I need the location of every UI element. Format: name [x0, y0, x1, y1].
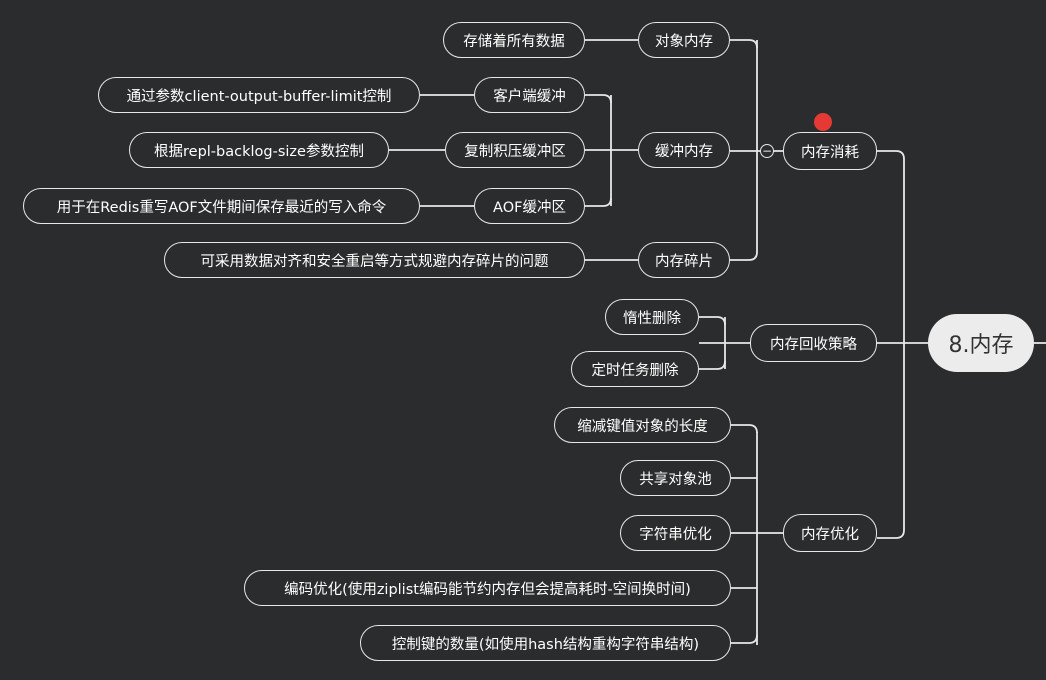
node-fragmentation-desc[interactable]: 可采用数据对齐和安全重启等方式规避内存碎片的问题 — [164, 242, 585, 278]
node-optimize-item[interactable]: 字符串优化 — [620, 515, 731, 551]
node-optimize-item[interactable]: 缩减键值对象的长度 — [554, 407, 731, 443]
node-repl-backlog[interactable]: 复制积压缓冲区 — [445, 132, 585, 168]
node-repl-backlog-desc[interactable]: 根据repl-backlog-size参数控制 — [129, 132, 389, 168]
node-lazy-delete[interactable]: 惰性删除 — [605, 299, 699, 335]
root-node[interactable]: 8.内存 — [928, 314, 1034, 372]
node-memory-optimize[interactable]: 内存优化 — [783, 514, 877, 552]
node-fragmentation[interactable]: 内存碎片 — [638, 242, 730, 278]
node-optimize-item[interactable]: 共享对象池 — [620, 460, 731, 496]
node-client-buffer[interactable]: 客户端缓冲 — [474, 77, 585, 113]
node-optimize-item[interactable]: 编码优化(使用ziplist编码能节约内存但会提高耗时-空间换时间) — [244, 570, 731, 606]
node-timed-delete[interactable]: 定时任务删除 — [571, 351, 699, 387]
node-memory-reclaim[interactable]: 内存回收策略 — [750, 324, 877, 362]
node-client-buffer-desc[interactable]: 通过参数client-output-buffer-limit控制 — [98, 77, 420, 113]
node-object-memory[interactable]: 对象内存 — [638, 22, 730, 58]
node-memory-consumption[interactable]: 内存消耗 — [783, 132, 877, 170]
node-buffer-memory[interactable]: 缓冲内存 — [638, 132, 730, 168]
node-aof-buffer[interactable]: AOF缓冲区 — [474, 188, 585, 224]
node-optimize-item[interactable]: 控制键的数量(如使用hash结构重构字符串结构) — [360, 625, 731, 661]
collapse-toggle-icon[interactable]: − — [760, 144, 774, 158]
node-aof-buffer-desc[interactable]: 用于在Redis重写AOF文件期间保存最近的写入命令 — [23, 188, 420, 224]
node-object-memory-desc[interactable]: 存储着所有数据 — [443, 22, 585, 58]
marker-dot — [814, 113, 832, 131]
